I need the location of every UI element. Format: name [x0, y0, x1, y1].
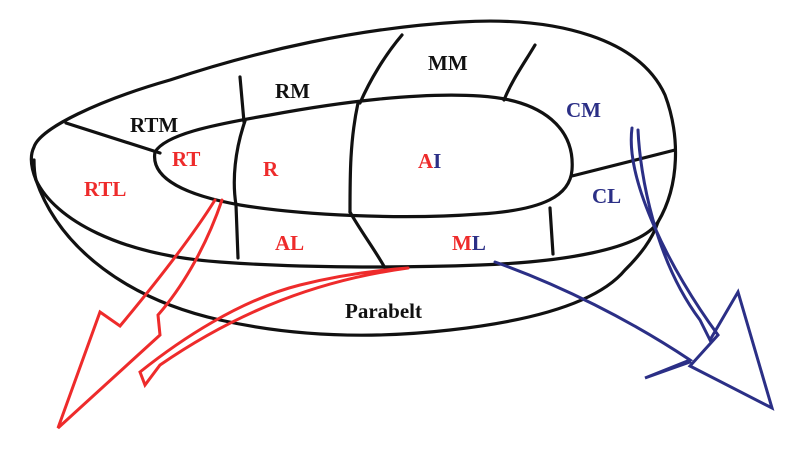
label-rm: RM: [275, 79, 310, 103]
outer-belt-outline: [29, 19, 678, 269]
red-arrow-left: [56, 198, 224, 430]
label-rt: RT: [172, 147, 200, 171]
label-ml-m: M: [452, 231, 472, 255]
divider-rtl-parabelt: [32, 158, 38, 182]
label-rtm: RTM: [130, 113, 178, 137]
parabelt-outline: [34, 178, 660, 337]
divider-ml-cl: [548, 206, 555, 256]
divider-rtl-rtm: [64, 121, 162, 155]
divider-al-ml: [348, 210, 387, 270]
core-outline: [153, 93, 574, 219]
label-al: AL: [275, 231, 304, 255]
divider-rt-r: [232, 119, 247, 207]
divider-rtl-al: [234, 203, 240, 260]
label-mm: MM: [428, 51, 468, 75]
label-ai-i: I: [433, 149, 441, 173]
divider-mm-cm: [502, 43, 537, 102]
label-parabelt: Parabelt: [345, 299, 422, 323]
label-ml: ML: [452, 231, 486, 255]
divider-rtm-rm: [238, 75, 246, 124]
blue-arrow-middle: [493, 260, 694, 380]
divider-rm-mm: [358, 33, 404, 105]
label-cm: CM: [566, 98, 601, 122]
label-cl: CL: [592, 184, 621, 208]
label-ml-l: L: [472, 231, 486, 255]
divider-r-ai: [348, 101, 360, 214]
label-rtl: RTL: [84, 177, 126, 201]
blue-arrow-right: [629, 126, 775, 411]
label-ai-a: A: [418, 149, 434, 173]
red-arrow-right: [138, 266, 410, 389]
label-ai: AI: [418, 149, 441, 173]
divider-cm-cl: [570, 148, 677, 178]
label-r: R: [263, 157, 279, 181]
